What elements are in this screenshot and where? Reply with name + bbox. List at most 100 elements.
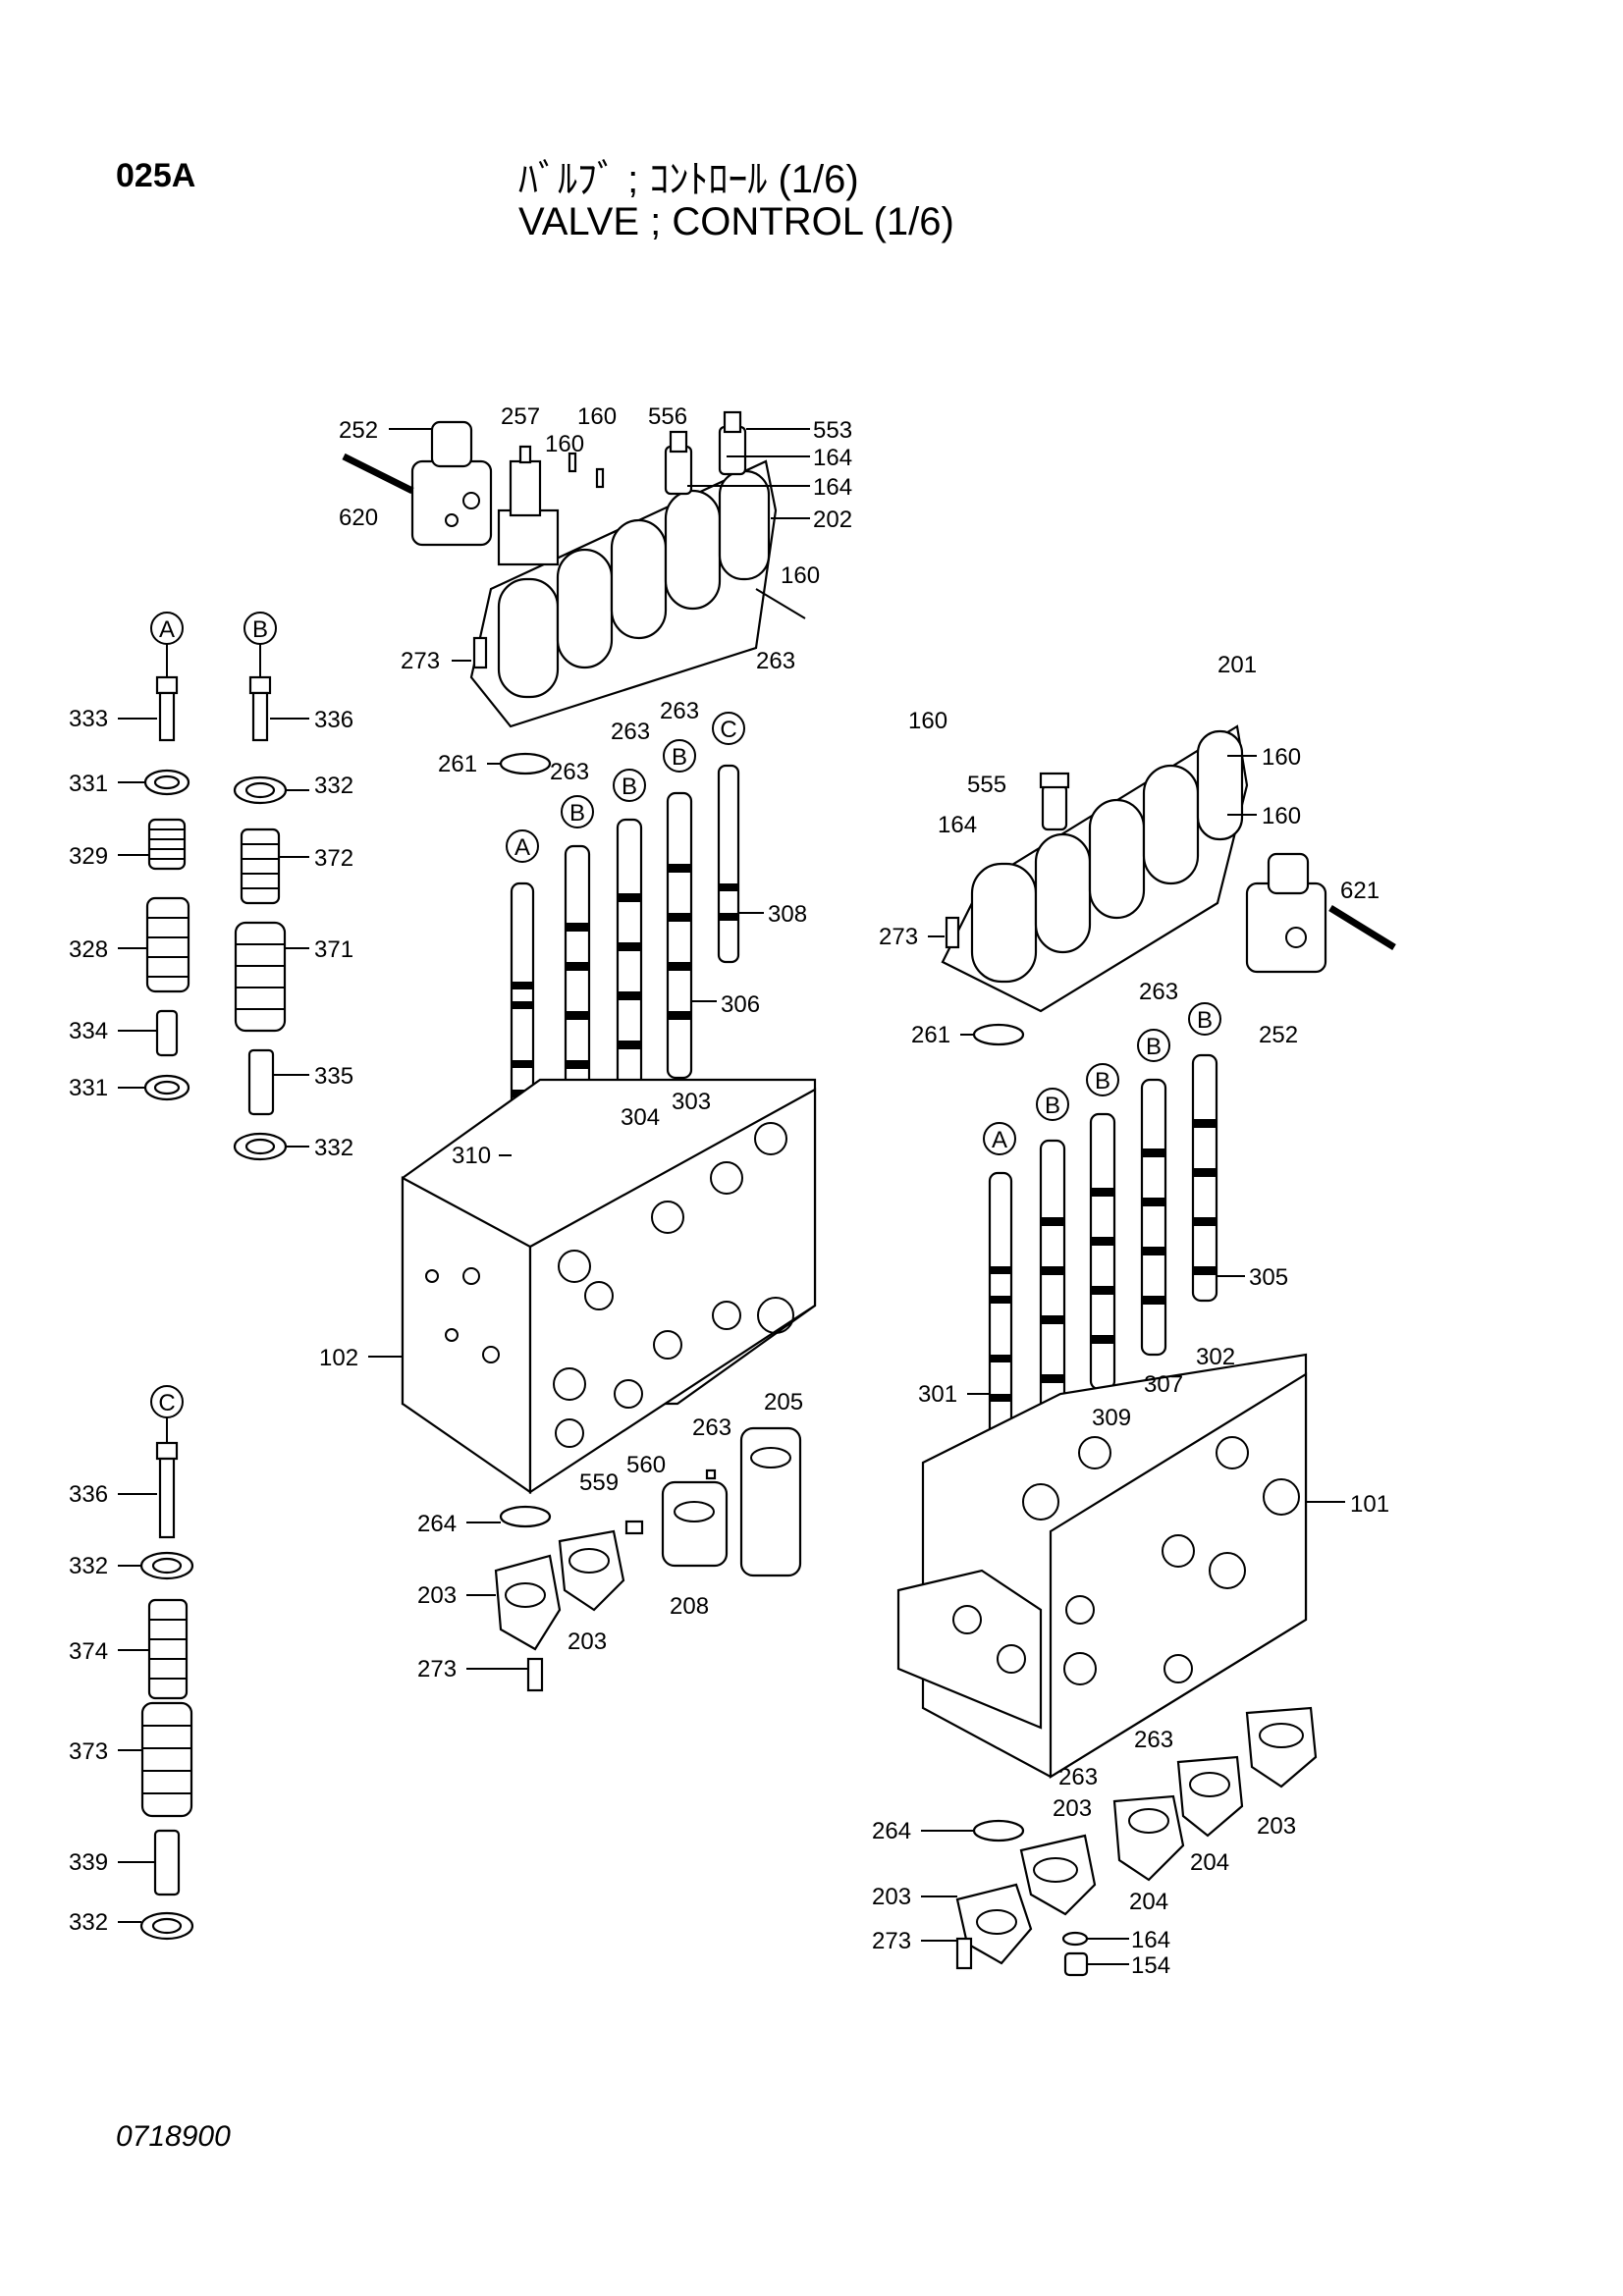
callout-160: 160 xyxy=(577,403,617,430)
spring-part xyxy=(147,1598,189,1700)
cover-203 xyxy=(494,1554,562,1651)
callout-263c: 263 xyxy=(611,719,650,745)
callout-203g: 203 xyxy=(872,1884,911,1910)
bolt-part xyxy=(248,675,272,695)
callout-257: 257 xyxy=(501,403,540,430)
valve-cover-201 xyxy=(941,724,1249,1013)
spring-part xyxy=(145,896,190,993)
spacer-part xyxy=(155,1009,179,1057)
callout-332: 332 xyxy=(314,773,353,799)
callout-154: 154 xyxy=(1131,1952,1170,1979)
valve-body-101 xyxy=(896,1353,1308,1779)
callout-263: 263 xyxy=(756,648,795,674)
callout-339: 339 xyxy=(69,1849,108,1876)
callout-303: 303 xyxy=(672,1089,711,1115)
callout-332d: 332 xyxy=(69,1909,108,1936)
pressure-sensor-257 xyxy=(497,445,560,566)
callout-252b: 252 xyxy=(1259,1022,1298,1048)
spool-310: A xyxy=(506,829,539,1141)
callout-202: 202 xyxy=(813,507,852,533)
callout-263b: 263 xyxy=(660,698,699,724)
callout-307: 307 xyxy=(1144,1371,1183,1398)
callout-264b: 264 xyxy=(872,1818,911,1844)
callout-203: 203 xyxy=(417,1582,457,1609)
callout-336: 336 xyxy=(314,707,353,733)
pin-160 xyxy=(595,467,605,489)
callout-331: 331 xyxy=(69,771,108,797)
callout-263f: 263 xyxy=(1139,979,1178,1005)
callout-101: 101 xyxy=(1350,1491,1389,1518)
callout-559: 559 xyxy=(579,1469,619,1496)
callout-560: 560 xyxy=(626,1452,666,1478)
relief-valve-556 xyxy=(664,430,693,496)
circle-label-c-text: C xyxy=(158,1390,175,1416)
callout-302: 302 xyxy=(1196,1344,1235,1370)
valve-205 xyxy=(739,1426,802,1577)
plug-559 xyxy=(624,1520,644,1535)
callout-164d: 164 xyxy=(1131,1927,1170,1953)
callout-263g: 263 xyxy=(1134,1727,1173,1753)
screw-620 xyxy=(342,453,414,495)
circle-label-b-text: B xyxy=(252,616,268,643)
callout-205: 205 xyxy=(764,1389,803,1415)
bolt-273 xyxy=(472,636,488,669)
bolt-part xyxy=(155,675,179,695)
callout-273d: 273 xyxy=(872,1928,911,1954)
cover-203d xyxy=(1019,1834,1097,1916)
spool-303: B xyxy=(613,769,646,1106)
callout-373: 373 xyxy=(69,1738,108,1765)
spool-306-label: B xyxy=(672,744,687,771)
spool-305: B xyxy=(1188,1002,1221,1303)
plug-154 xyxy=(1063,1951,1089,1977)
bolt-part xyxy=(155,1441,179,1461)
bolt-273 xyxy=(526,1657,544,1692)
callout-331b: 331 xyxy=(69,1075,108,1101)
title-english: VALVE ; CONTROL (1/6) xyxy=(518,200,954,243)
callout-273: 273 xyxy=(401,648,440,674)
callout-306: 306 xyxy=(721,991,760,1018)
solenoid-valve-252b xyxy=(1245,852,1327,974)
callout-201: 201 xyxy=(1217,652,1257,678)
o-ring-263 xyxy=(705,1468,717,1480)
callout-301: 301 xyxy=(918,1381,957,1408)
spool-assembly-a: A 333 331 329 328 334 331 xyxy=(69,612,190,1101)
callout-328: 328 xyxy=(69,936,108,963)
callout-374: 374 xyxy=(69,1638,108,1665)
spring-part xyxy=(147,818,187,871)
callout-620: 620 xyxy=(339,505,378,531)
spool-304-label: B xyxy=(569,800,585,827)
callout-371: 371 xyxy=(314,936,353,963)
callout-621: 621 xyxy=(1340,878,1380,904)
spool-308-label: C xyxy=(720,717,736,743)
callout-160f: 160 xyxy=(1262,803,1301,829)
callout-556: 556 xyxy=(648,403,687,430)
spool-307: B xyxy=(1086,1063,1119,1391)
circle-label-a-text: A xyxy=(159,616,175,643)
valve-cover-202 xyxy=(469,459,778,728)
spring-part xyxy=(240,828,281,905)
callout-263e: 263 xyxy=(692,1415,731,1441)
relief-valve-555 xyxy=(1039,772,1070,831)
callout-160c: 160 xyxy=(781,562,820,589)
callout-164b: 164 xyxy=(813,474,852,501)
callout-204: 204 xyxy=(1129,1889,1168,1915)
callout-160b: 160 xyxy=(545,431,584,457)
callout-308: 308 xyxy=(768,901,807,928)
spool-303-label: B xyxy=(622,774,637,800)
spool-302: B xyxy=(1137,1029,1170,1357)
callout-336c: 336 xyxy=(69,1481,108,1508)
callout-164: 164 xyxy=(813,445,852,471)
callout-263h: 263 xyxy=(1058,1764,1098,1790)
callout-333: 333 xyxy=(69,706,108,732)
spool-301: A xyxy=(983,1122,1016,1440)
relief-valve-553 xyxy=(718,410,747,476)
callout-160d: 160 xyxy=(908,708,947,734)
spool-305-label: B xyxy=(1197,1007,1213,1034)
callout-160e: 160 xyxy=(1262,744,1301,771)
callout-252: 252 xyxy=(339,417,378,444)
pin-160 xyxy=(568,452,577,473)
callout-372: 372 xyxy=(314,845,353,872)
callout-203h: 203 xyxy=(1257,1813,1296,1840)
callout-164c: 164 xyxy=(938,812,977,838)
callout-261b: 261 xyxy=(911,1022,950,1048)
